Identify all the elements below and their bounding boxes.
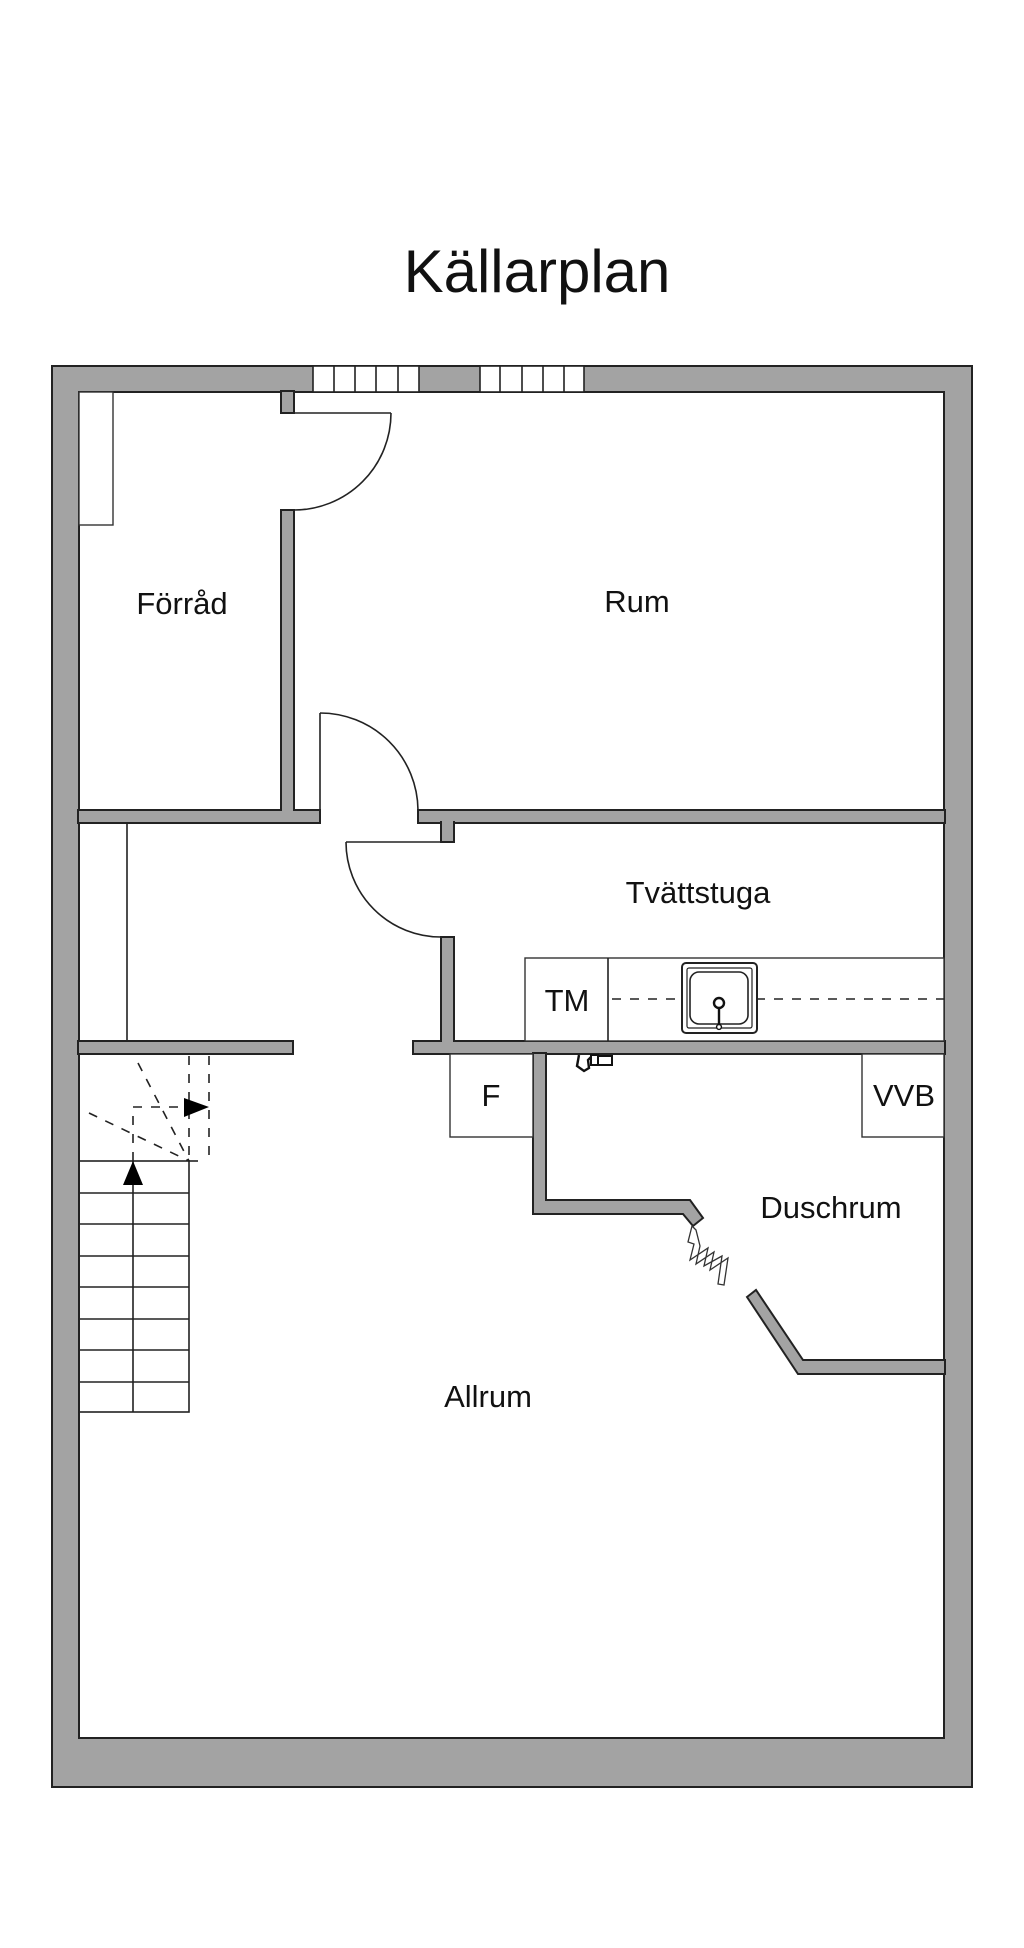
fixture-label-f: F <box>482 1078 501 1113</box>
stairs-icon <box>78 1056 210 1413</box>
wall-corridor-top-left <box>77 809 321 824</box>
wall-tvatt-left <box>440 936 455 1042</box>
shower-mixer-icon <box>575 1054 613 1073</box>
freezer-box <box>449 1053 534 1138</box>
window-left <box>312 365 420 393</box>
wall-closet-bottom <box>77 1040 294 1055</box>
arrow-right-icon <box>184 1098 209 1117</box>
room-label-duschrum: Duschrum <box>760 1190 901 1225</box>
wall-forrad-stub <box>280 390 295 414</box>
room-label-allrum: Allrum <box>444 1379 532 1414</box>
room-label-tvattstuga: Tvättstuga <box>626 875 771 910</box>
sink-icon <box>681 962 758 1034</box>
arrow-up-icon <box>123 1161 143 1185</box>
wall-tvatt-bottom <box>412 1040 946 1055</box>
forrad-shelf <box>78 391 114 526</box>
wall-duschrum-left <box>532 1052 705 1228</box>
folding-door-icon <box>687 1225 729 1286</box>
fixture-label-tm: TM <box>545 983 590 1018</box>
fixture-label-vvb: VVB <box>873 1078 935 1113</box>
wall-duschrum-bottom <box>745 1288 946 1375</box>
door-swing-icon <box>345 841 442 938</box>
window-right <box>479 365 585 393</box>
door-swing-icon <box>319 712 419 811</box>
water-heater-box <box>861 1053 945 1138</box>
wall-corridor-top-right <box>417 809 946 824</box>
wall-forrad-rum <box>280 509 295 824</box>
door-swing-icon <box>293 412 392 511</box>
plan-title: Källarplan <box>404 238 671 305</box>
wall-tvatt-stub <box>440 821 455 843</box>
room-label-forrad: Förråd <box>136 586 227 621</box>
room-label-rum: Rum <box>604 584 669 619</box>
